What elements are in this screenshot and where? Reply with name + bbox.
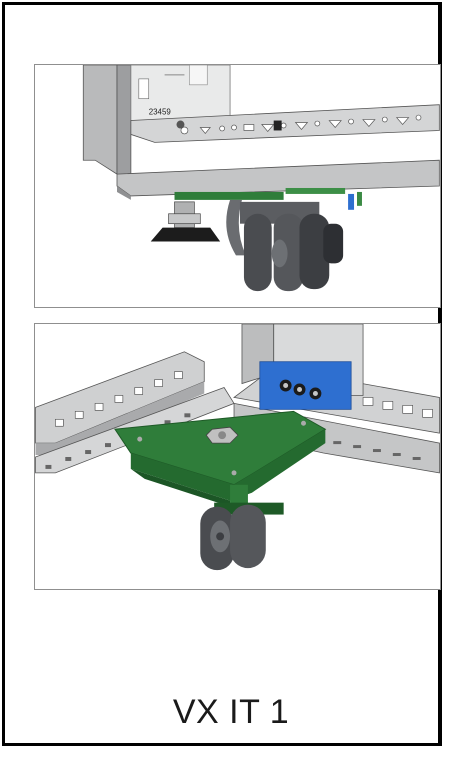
document-caption: VX IT 1	[172, 693, 290, 731]
rack-base-illustration: 23459	[82, 65, 440, 292]
figure-rack-base-caster: 23459	[34, 64, 441, 308]
mounting-plate-illustration	[35, 324, 440, 571]
part-number-label: 23459	[149, 108, 172, 117]
figure-caster-mounting-plate	[34, 323, 441, 590]
